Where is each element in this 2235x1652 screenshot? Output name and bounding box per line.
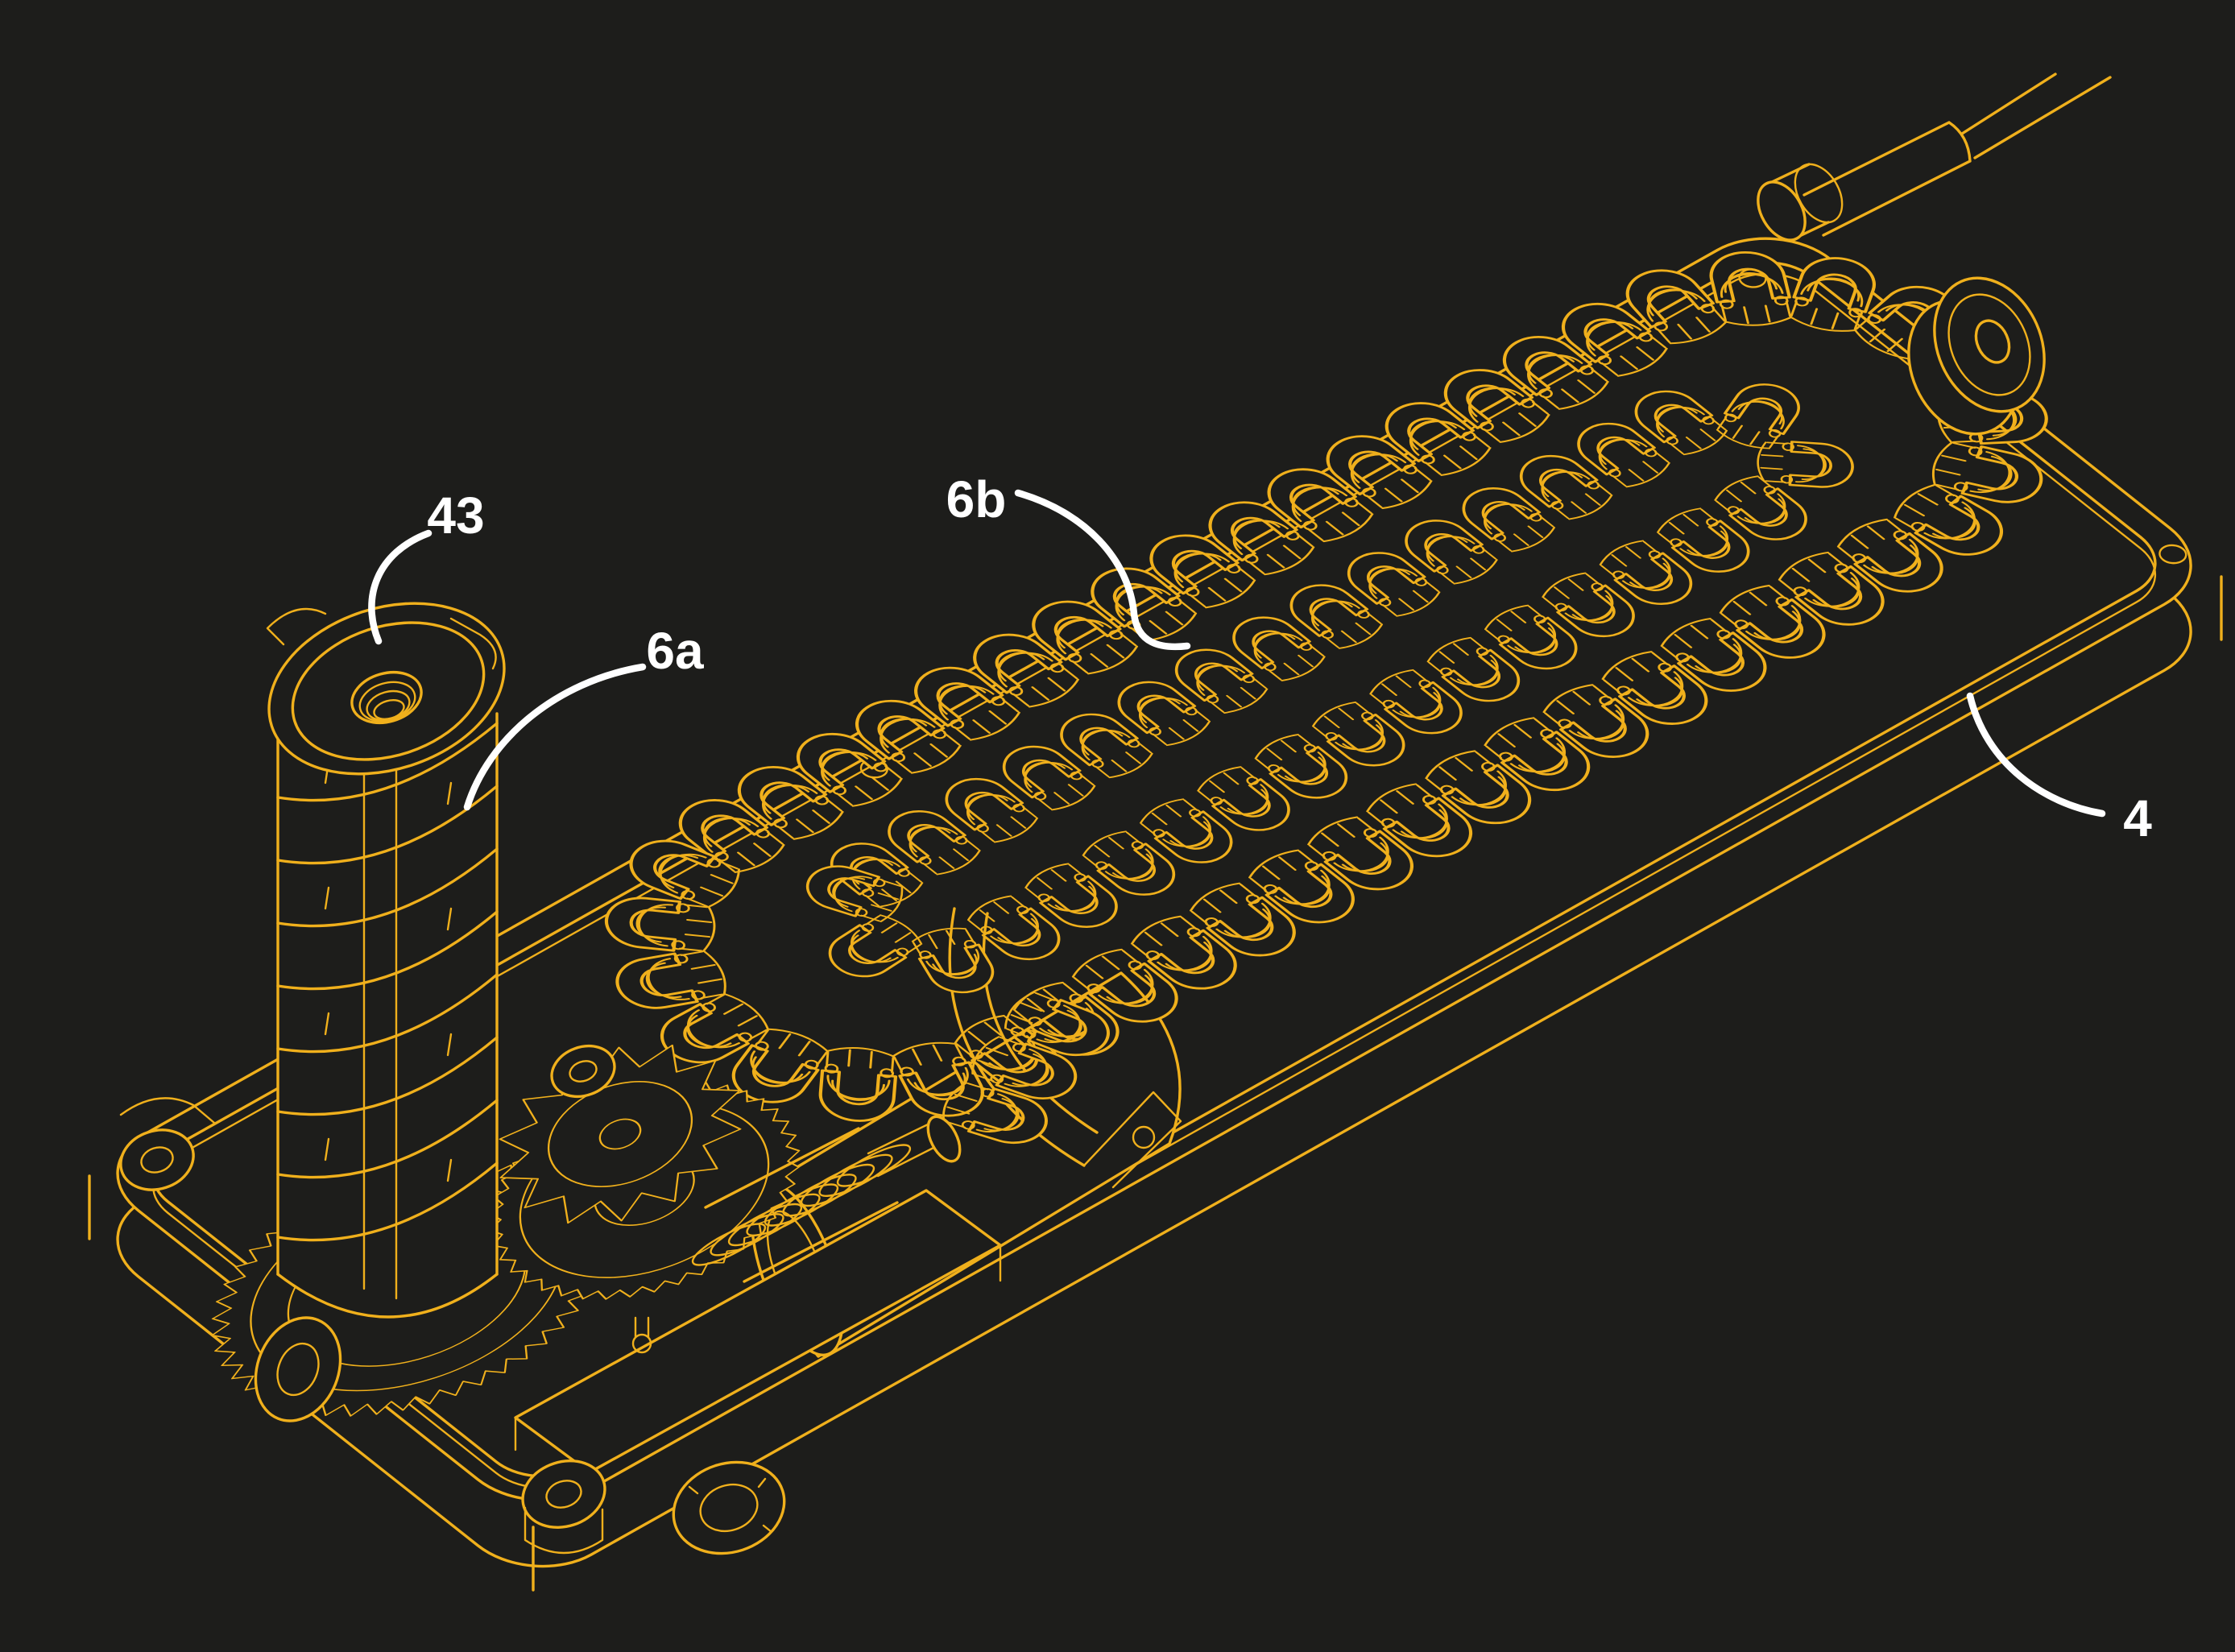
spool-cap (266, 602, 506, 776)
plate-corner-edges (88, 575, 2223, 1592)
pin (631, 1333, 652, 1354)
reference-label-6b: 6b (946, 470, 1007, 528)
reference-label-4: 4 (2123, 789, 2152, 847)
leader-line-6a (463, 663, 647, 811)
threaded-hole (350, 671, 423, 724)
leader-line-4 (1966, 692, 2106, 818)
reference-label-43: 43 (427, 486, 484, 544)
leader-line-6b (1014, 489, 1191, 651)
chain-guide (948, 907, 1182, 1189)
mounting-boss (521, 1459, 606, 1529)
reference-label-6a: 6a (646, 622, 704, 680)
mounting-boss (119, 1128, 195, 1191)
motor-coupling (926, 1115, 962, 1163)
bearing-ring (672, 1460, 786, 1555)
idler-pulley (1907, 276, 2046, 436)
cable-sleeve (1802, 121, 1972, 237)
annotations: 43 6a 6b 4 (368, 470, 2152, 847)
rim-hole (2154, 542, 2192, 567)
spool-seam (362, 756, 398, 1300)
pulley-hole (1974, 319, 2011, 364)
worm-screw (691, 1115, 962, 1283)
cable-grommet (1757, 163, 1844, 242)
mounting-details (119, 1097, 786, 1555)
spool-tower (266, 602, 506, 1319)
cable-wire (1960, 72, 2112, 159)
cable-assembly (1757, 72, 2112, 242)
leader-line-43 (368, 529, 433, 645)
bearing-ring (254, 1316, 342, 1422)
pinion-bearing-eye (550, 1044, 616, 1099)
